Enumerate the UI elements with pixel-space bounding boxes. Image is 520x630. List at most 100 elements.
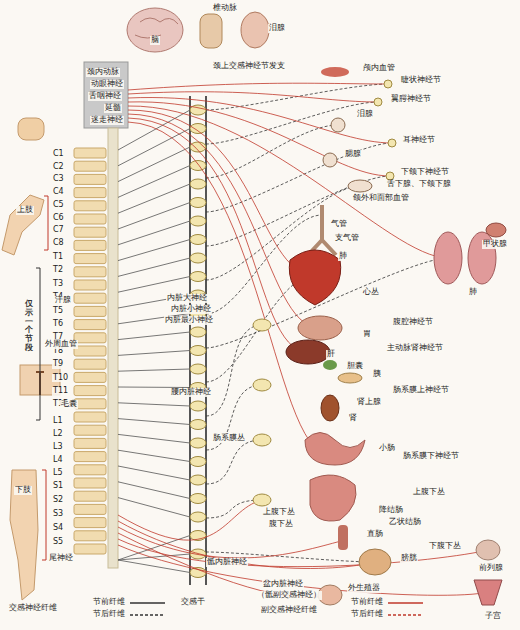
- trunk-ganglion: [190, 179, 206, 189]
- anatomy-label: 骶内脏神经: [206, 558, 248, 567]
- ganglion: [253, 319, 271, 331]
- nerve-line: [118, 466, 190, 480]
- spinal-level: L5: [52, 469, 64, 478]
- postganglionic-fiber: [206, 125, 338, 178]
- nerve-line: [118, 419, 190, 425]
- trunk-ganglion: [190, 457, 206, 467]
- anatomy-label: 甲状腺: [482, 240, 508, 249]
- nerve-line: [118, 351, 190, 356]
- vertebra: [74, 227, 106, 237]
- spinal-level: T5: [52, 307, 64, 316]
- anatomy-label: 腹腔神经节: [392, 318, 434, 327]
- vertebra: [74, 293, 106, 303]
- brainstem-figure: [84, 62, 128, 128]
- anatomy-label: 耳神经节: [402, 136, 436, 145]
- nerve-line: [118, 403, 190, 406]
- anatomy-label: 肠系膜上神经节: [392, 386, 450, 395]
- arm-figure: [2, 195, 44, 255]
- vertebra: [74, 491, 106, 501]
- legend-sample: [388, 602, 423, 604]
- trunk-ganglion: [190, 161, 206, 171]
- stomach-figure: [298, 316, 342, 340]
- anatomy-label: 延髓: [104, 104, 122, 113]
- anatomy-label: 交感干: [180, 598, 206, 607]
- anatomy-label: 肠系膜下神经节: [402, 452, 460, 461]
- spinal-level: C8: [52, 239, 65, 248]
- liver-figure: [286, 340, 330, 364]
- anatomy-label: 前列腺: [478, 564, 504, 573]
- parasympathetic-fiber: [118, 539, 488, 567]
- trunk-ganglion: [190, 475, 206, 485]
- vertebra: [74, 161, 106, 171]
- kidney-figure: [321, 395, 339, 421]
- anatomy-label: 泪腺: [268, 24, 286, 33]
- segment-note: 仅示一个节段: [24, 300, 34, 353]
- parasympathetic-fiber: [118, 545, 488, 595]
- vertebra: [74, 346, 106, 356]
- spinal-level: C5: [52, 201, 65, 210]
- anatomy-label: 外周血管: [44, 340, 78, 349]
- ganglion: [253, 494, 271, 506]
- anatomy-label: 盆内脏神经: [262, 580, 304, 589]
- leg-figure: [10, 470, 38, 600]
- ganglion: [384, 80, 392, 88]
- bracket: [36, 268, 40, 420]
- vertebra: [74, 174, 106, 184]
- spinal-level: T1: [52, 253, 64, 262]
- anatomy-label: 内脏大神经: [166, 294, 208, 303]
- skin-figure: [18, 118, 44, 140]
- spinal-level: C6: [52, 214, 65, 223]
- anatomy-label: 肺: [468, 288, 478, 297]
- anatomy-label: 上腹下丛: [412, 488, 446, 497]
- spinal-level: S4: [52, 524, 64, 533]
- anatomy-label: 脑: [150, 36, 160, 45]
- postganglionic-fiber: [206, 325, 262, 416]
- anatomy-label: 舌下腺、下颌下腺: [386, 180, 452, 189]
- nerve-line: [118, 277, 190, 293]
- anatomy-label: 汗腺: [54, 296, 72, 305]
- trunk-ganglion: [190, 401, 206, 411]
- anatomy-label: 迷走神经: [90, 116, 124, 125]
- vertebra: [74, 320, 106, 330]
- anatomy-label: 小肠: [378, 444, 396, 453]
- anatomy-label: 降结肠: [378, 506, 404, 515]
- trunk-ganglion: [190, 346, 206, 356]
- parasympathetic-fiber: [128, 92, 378, 102]
- bladder-figure: [359, 549, 391, 575]
- nerve-line: [118, 450, 190, 461]
- nerve-line: [118, 203, 190, 230]
- vertebra: [74, 280, 106, 290]
- nerve-line: [118, 482, 190, 499]
- vertebra: [74, 518, 106, 528]
- postganglionic-fiber: [206, 84, 388, 110]
- vertebra: [74, 544, 106, 554]
- anatomy-label: 肝: [326, 350, 336, 359]
- anatomy-label: 心丛: [362, 288, 380, 297]
- anatomy-label: 肾: [348, 414, 358, 423]
- anatomy-label: 颈上交感神经节发支: [212, 62, 286, 71]
- spinal-level: S3: [52, 510, 64, 519]
- anatomy-label: 腹下丛: [268, 520, 294, 529]
- legend-text: 节前纤维: [350, 598, 384, 607]
- colon-figure: [310, 475, 356, 521]
- spinal-level: T10: [52, 374, 69, 383]
- nerve-line: [118, 258, 190, 276]
- spinal-level: C3: [52, 175, 65, 184]
- ganglion: [386, 172, 394, 180]
- anatomy-label: 乙状结肠: [388, 518, 422, 527]
- anatomy-label: 直肠: [366, 530, 384, 539]
- parasympathetic-fiber: [128, 114, 320, 328]
- spinal-cord: [108, 128, 118, 568]
- vertebra: [74, 333, 106, 343]
- neck-figure: [200, 14, 222, 48]
- gland-figure: [348, 180, 372, 192]
- trunk-ganglion: [190, 124, 206, 134]
- gland-figure: [323, 153, 337, 167]
- trunk-ganglion: [190, 216, 206, 226]
- postganglionic-fiber: [206, 440, 262, 484]
- vertebra: [74, 452, 106, 462]
- nerve-line: [118, 166, 190, 198]
- anatomy-label: 腰内脏神经: [170, 388, 212, 397]
- vertebra: [74, 214, 106, 224]
